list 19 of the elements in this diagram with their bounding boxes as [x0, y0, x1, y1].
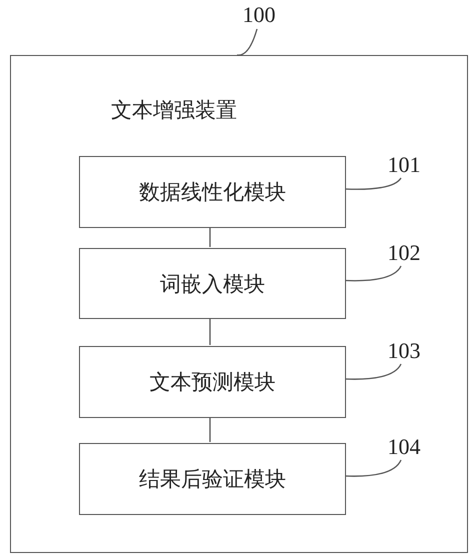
- leader-line: [344, 178, 402, 190]
- reference-number: 104: [388, 436, 420, 458]
- reference-number: 101: [388, 154, 420, 176]
- connector-line: [209, 417, 211, 442]
- leader-line: [344, 266, 402, 282]
- connector-line: [209, 318, 211, 345]
- reference-number: 102: [388, 242, 420, 264]
- module-box: 文本预测模块: [79, 346, 346, 418]
- leader-line: [344, 460, 402, 477]
- leader-line: [344, 364, 402, 380]
- module-box: 数据线性化模块: [79, 156, 346, 228]
- reference-number: 103: [388, 340, 420, 362]
- box-heading: 文本增强装置: [111, 97, 237, 124]
- reference-number: 100: [242, 4, 276, 26]
- leader-line: [236, 28, 258, 56]
- connector-line: [209, 227, 211, 247]
- module-box: 结果后验证模块: [79, 443, 346, 515]
- module-box: 词嵌入模块: [79, 248, 346, 319]
- device-box: [10, 55, 468, 553]
